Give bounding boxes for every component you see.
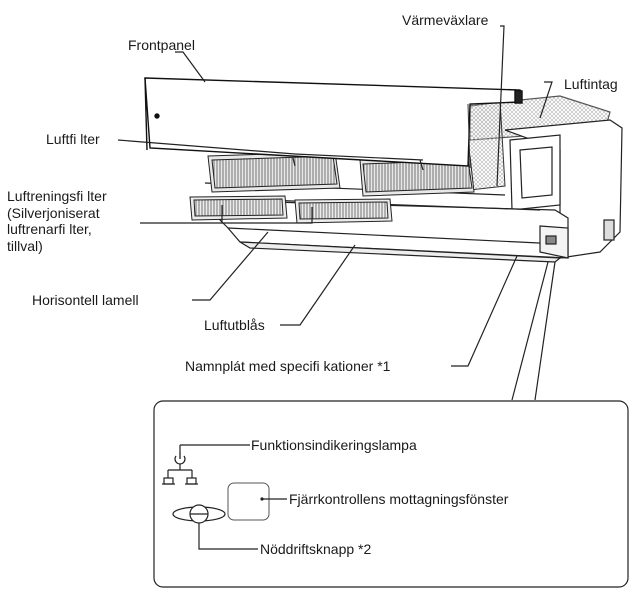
label-noddriftsknapp: Nöddriftsknapp *2 [260,541,372,557]
label-funktionsindikeringslampa: Funktionsindikeringslampa [251,437,417,453]
label-luftreningsfilter: Luftreningsfi lter (Silverjoniserat luft… [7,188,107,254]
detail-callout-box [153,400,629,588]
label-luftfilter: Luftfi lter [46,131,100,147]
label-horisontell-lamell: Horisontell lamell [32,292,139,308]
label-luftintag: Luftintag [564,76,618,92]
air-filters [207,151,475,197]
remote-receiver-window-icon [227,482,287,521]
indicator-lamps-icon [162,444,250,485]
label-namnplat: Namnplát med specifi kationer *1 [185,358,391,374]
label-frontpanel: Frontpanel [128,37,195,53]
purifying-filters [189,195,393,224]
label-fjarrkontroll-fonster: Fjärrkontrollens mottagningsfönster [289,491,509,507]
front-panel [144,77,523,169]
label-luftutblas: Luftutblås [204,317,265,333]
emergency-button-icon [172,504,258,550]
label-varmevaxlare: Värmeväxlare [402,12,489,28]
leader-lines [117,25,556,401]
